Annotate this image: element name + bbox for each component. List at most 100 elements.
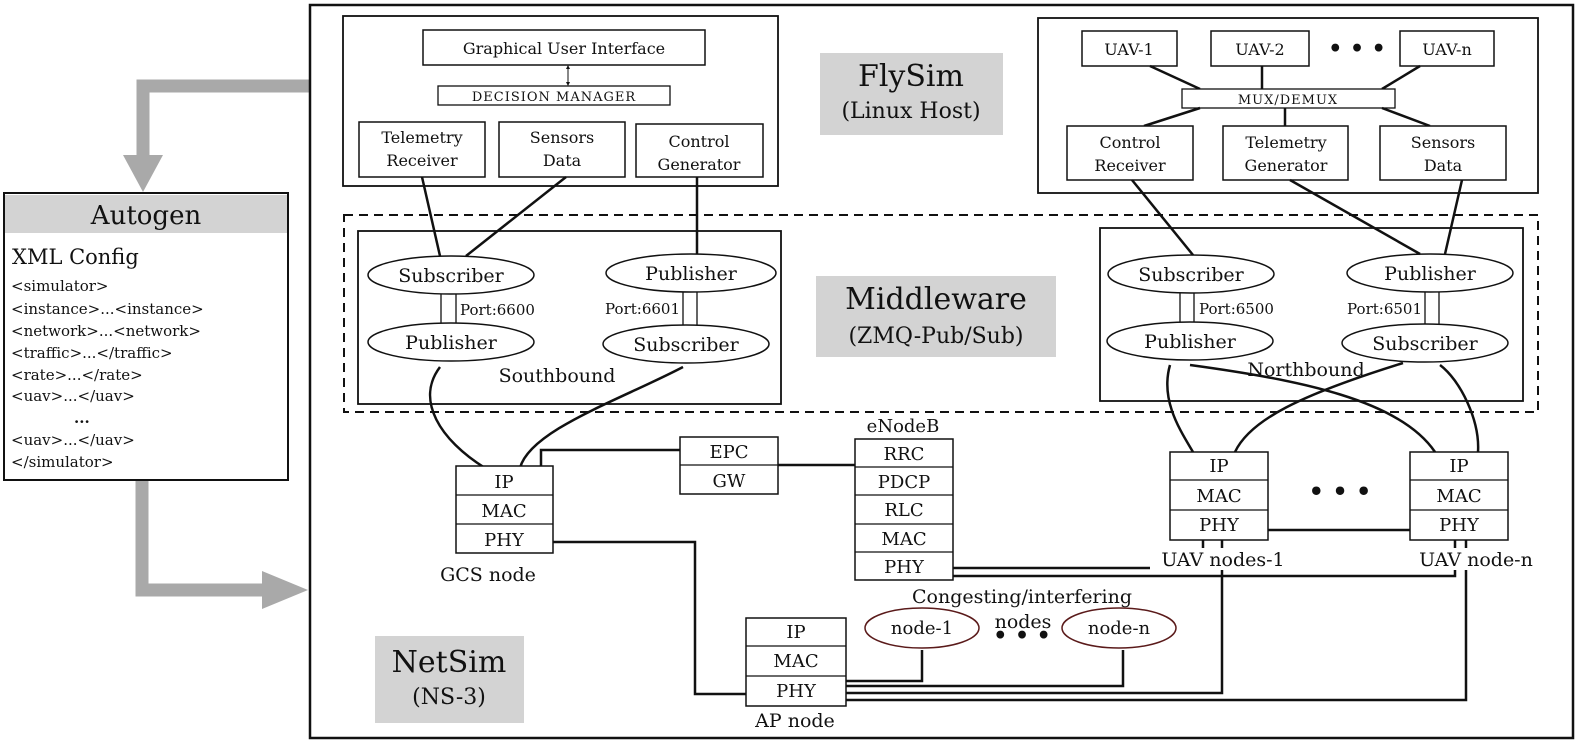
nb-port-6501: Port:6501 <box>1347 300 1422 318</box>
sb-subscriber-top: Subscriber <box>398 265 504 287</box>
sensors-data-label: Sensors <box>1411 133 1475 152</box>
arrow-to-netsim <box>135 480 268 597</box>
sb-port-6600: Port:6600 <box>460 301 535 319</box>
epc-gw: EPC GW <box>679 436 779 495</box>
netsim-title: NetSim <box>392 645 507 680</box>
uavn-mac: MAC <box>1436 486 1481 507</box>
flysim-title: FlySim <box>858 59 964 94</box>
middleware-label: Middleware (ZMQ-Pub/Sub) <box>816 276 1056 357</box>
uav1-mac: MAC <box>1196 486 1241 507</box>
sb-port-6601: Port:6601 <box>605 300 680 318</box>
sb-subscriber-bottom: Subscriber <box>633 334 739 356</box>
enodeb: eNodeB RRC PDCP RLC MAC PHY <box>854 416 954 581</box>
autogen-arrows <box>123 79 310 609</box>
xml-line: <uav>...</uav> <box>11 431 135 449</box>
mux-demux-label: MUX/DEMUX <box>1238 93 1338 108</box>
epc-label: EPC <box>709 442 748 463</box>
middleware-title: Middleware <box>845 282 1027 317</box>
enodeb-mac: MAC <box>881 529 926 550</box>
uav-node-n-label: UAV node-n <box>1419 549 1533 571</box>
ap-phy: PHY <box>776 681 817 702</box>
autogen-subtitle: XML Config <box>12 245 139 269</box>
gcs-mac: MAC <box>481 501 526 522</box>
uav-node-1-label: UAV nodes-1 <box>1161 549 1284 571</box>
netsim-subtitle: (NS-3) <box>412 685 486 710</box>
middleware-subtitle: (ZMQ-Pub/Sub) <box>848 324 1023 349</box>
arrow-to-autogen <box>136 79 310 160</box>
node-n-label: node-n <box>1088 618 1151 639</box>
xml-line: <simulator> <box>11 277 109 295</box>
control-generator-label: Control <box>668 132 729 151</box>
uav1-ip: IP <box>1209 456 1228 477</box>
gcs-phy: PHY <box>484 530 525 551</box>
node-1-label: node-1 <box>891 618 953 639</box>
ap-node: IP MAC PHY AP node <box>745 617 847 732</box>
telemetry-generator-label: Telemetry <box>1245 133 1326 152</box>
sb-publisher-top: Publisher <box>645 263 738 285</box>
congesting-node-n <box>1061 607 1177 649</box>
flysim-middleware-links <box>420 176 1464 257</box>
sensors-data-label: Data <box>543 151 582 170</box>
telemetry-receiver-label: Receiver <box>386 151 458 170</box>
uavn-ip: IP <box>1449 456 1468 477</box>
decision-manager-label: DECISION MANAGER <box>472 90 637 105</box>
uav-node-1: IP MAC PHY UAV nodes-1 <box>1150 451 1298 571</box>
northbound-label: Northbound <box>1247 359 1364 381</box>
sensors-data-label: Data <box>1424 156 1463 175</box>
gcs-node-label: GCS node <box>440 564 536 586</box>
telemetry-generator-label: Generator <box>1245 156 1328 175</box>
ap-ip: IP <box>786 622 805 643</box>
uav-n-label: UAV-n <box>1422 40 1472 59</box>
netsim-wires <box>428 361 1480 702</box>
sensors-data-label: Sensors <box>530 128 594 147</box>
control-receiver-label: Control <box>1099 133 1160 152</box>
enodeb-phy: PHY <box>884 557 925 578</box>
autogen-panel: Autogen XML Config <simulator> <instance… <box>3 192 289 481</box>
middleware-dashed-frame <box>343 214 1539 413</box>
xml-line: </simulator> <box>11 453 114 471</box>
xml-line: <instance>...<instance> <box>11 300 204 318</box>
nb-subscriber-top: Subscriber <box>1138 264 1244 286</box>
northbound-box: Subscriber Publisher Publisher Subscribe… <box>1099 227 1524 402</box>
uav-nodes-dots: • • • <box>1309 477 1372 506</box>
gui-label: Graphical User Interface <box>463 39 665 58</box>
netsim-label: NetSim (NS-3) <box>375 636 524 723</box>
enodeb-label: eNodeB <box>867 416 940 437</box>
southbound-label: Southbound <box>499 365 616 387</box>
congesting-label: Congesting/interfering <box>912 586 1132 608</box>
uavn-phy: PHY <box>1439 515 1480 536</box>
xml-line: ... <box>74 409 90 427</box>
gcs-ip: IP <box>494 472 513 493</box>
uav-node-n: IP MAC PHY UAV node-n <box>1398 451 1558 571</box>
telemetry-receiver-label: Telemetry <box>381 128 462 147</box>
uav-1-label: UAV-1 <box>1104 40 1153 59</box>
system-frame <box>308 3 1575 740</box>
uav1-phy: PHY <box>1199 515 1240 536</box>
congesting-nodes: Congesting/interfering nodes node-1 node… <box>864 586 1177 649</box>
xml-line: <rate>...</rate> <box>11 366 143 384</box>
congesting-node-1 <box>864 607 980 649</box>
xml-line: <uav>...</uav> <box>11 387 135 405</box>
control-receiver-label: Receiver <box>1094 156 1166 175</box>
arrow-to-netsim-head <box>262 571 308 609</box>
ap-node-label: AP node <box>754 710 835 732</box>
flysim-subtitle: (Linux Host) <box>841 99 980 124</box>
congesting-label-nodes: nodes <box>995 611 1052 633</box>
congesting-dots: • • • <box>993 623 1051 649</box>
flysim-uav-box: UAV-1 UAV-2 • • • UAV-n MUX/DEMUX Contro… <box>1037 17 1539 194</box>
xml-line: <traffic>...</traffic> <box>11 344 173 362</box>
enodeb-rrc: RRC <box>884 444 925 465</box>
southbound-box: Subscriber Publisher Publisher Subscribe… <box>357 230 782 405</box>
ap-mac: MAC <box>773 651 818 672</box>
gw-label: GW <box>713 471 746 492</box>
gcs-node: IP MAC PHY GCS node <box>440 465 554 586</box>
sb-publisher-bottom: Publisher <box>405 332 498 354</box>
nb-publisher-top: Publisher <box>1384 263 1477 285</box>
flysim-gcs-box: Graphical User Interface DECISION MANAGE… <box>342 15 779 187</box>
arrow-to-autogen-head <box>123 155 163 192</box>
autogen-title: Autogen <box>90 201 202 231</box>
flysim-label: FlySim (Linux Host) <box>820 53 1003 135</box>
uav-2-label: UAV-2 <box>1235 40 1284 59</box>
enodeb-pdcp: PDCP <box>878 472 930 493</box>
